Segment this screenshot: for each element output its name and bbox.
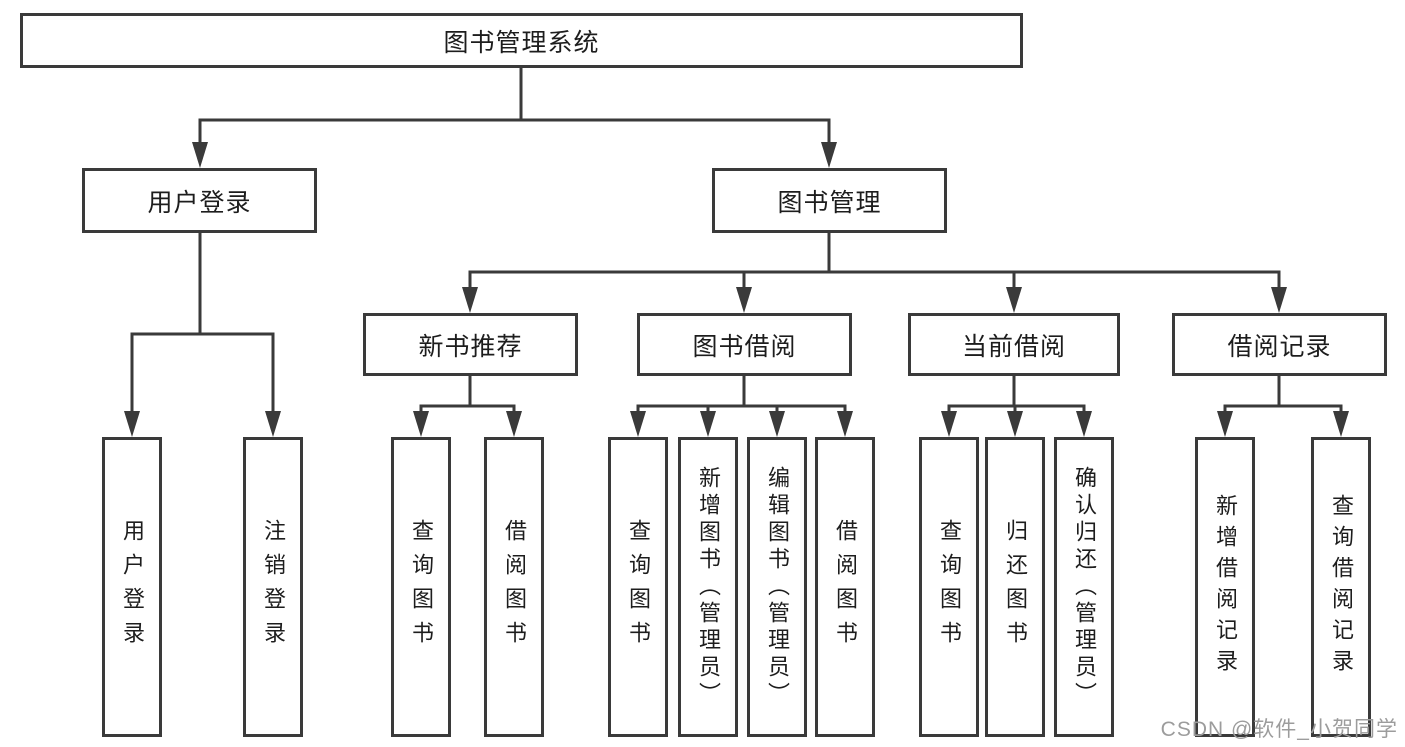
csdn-watermark: CSDN @软件_小贺同学 [1160,718,1398,741]
node-label: 用户登录 [147,188,252,217]
tree-branch-lines [130,68,1343,413]
leaf-query-books-recommend: 查询图书 [391,437,451,737]
node-label: 确认归还（管理员） [1072,465,1097,709]
arrowhead-icons [124,142,1349,437]
leaf-logout: 注销登录 [243,437,303,737]
node-label: 图书管理系统 [443,28,600,57]
leaf-add-borrow-record: 新增借阅记录 [1195,437,1255,737]
node-label: 新增图书（管理员） [696,465,721,709]
leaf-query-borrow-record: 查询借阅记录 [1311,437,1371,737]
node-label: 新增借阅记录 [1213,494,1238,680]
node-label: 编辑图书（管理员） [765,465,790,709]
node-new-book-recommend: 新书推荐 [363,313,578,376]
node-book-borrowing: 图书借阅 [637,313,852,376]
leaf-edit-books-admin: 编辑图书（管理员） [747,437,807,737]
node-label: 注销登录 [261,519,286,655]
node-label: 归还图书 [1003,519,1028,655]
node-label: 查询图书 [937,519,962,655]
node-borrow-records: 借阅记录 [1172,313,1387,376]
node-label: 图书借阅 [692,332,797,361]
node-book-management: 图书管理 [712,168,947,233]
node-label: 新书推荐 [418,332,523,361]
node-user-login: 用户登录 [82,168,317,233]
node-root-library-system: 图书管理系统 [20,13,1023,68]
leaf-borrow-books: 借阅图书 [815,437,875,737]
leaf-return-books: 归还图书 [985,437,1045,737]
node-label: 借阅记录 [1227,332,1332,361]
node-label: 用户登录 [120,519,145,655]
node-label: 图书管理 [777,188,882,217]
leaf-query-books-borrowing: 查询图书 [608,437,668,737]
node-label: 查询借阅记录 [1329,494,1354,680]
leaf-query-books-current: 查询图书 [919,437,979,737]
leaf-confirm-return-admin: 确认归还（管理员） [1054,437,1114,737]
node-label: 查询图书 [626,519,651,655]
node-label: 借阅图书 [833,519,858,655]
node-label: 查询图书 [409,519,434,655]
leaf-user-login: 用户登录 [102,437,162,737]
node-label: 当前借阅 [961,332,1066,361]
leaf-add-books-admin: 新增图书（管理员） [678,437,738,737]
leaf-borrow-books-recommend: 借阅图书 [484,437,544,737]
node-current-borrowing: 当前借阅 [908,313,1120,376]
node-label: 借阅图书 [502,519,527,655]
